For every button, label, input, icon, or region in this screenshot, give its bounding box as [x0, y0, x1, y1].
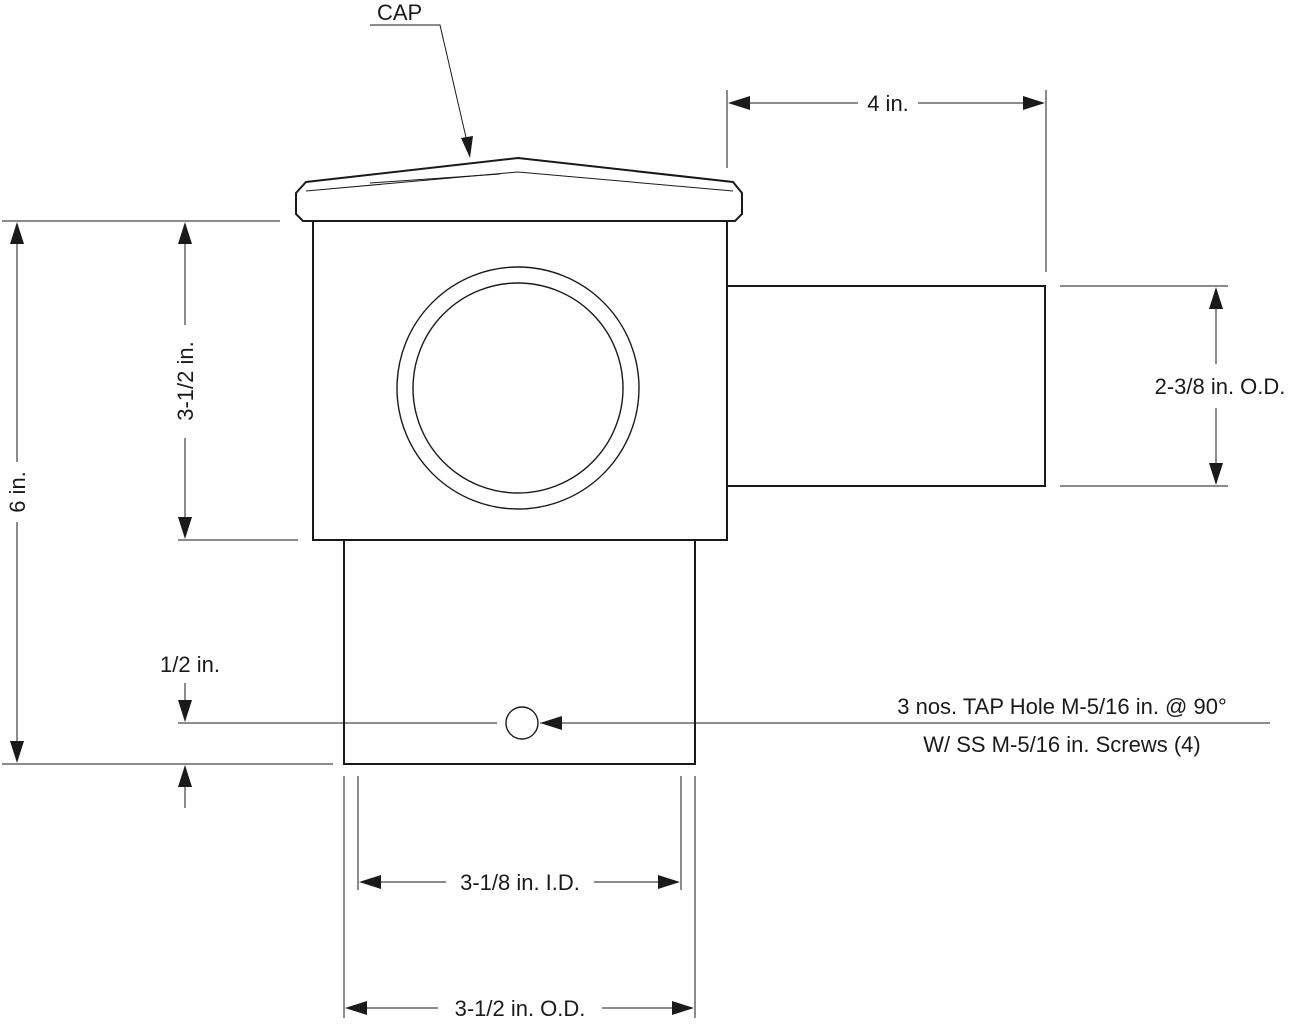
tap-hole-note-line2: W/ SS M-5/16 in. Screws (4): [923, 732, 1201, 757]
dim-outer-diameter-label: 3-1/2 in. O.D.: [455, 996, 586, 1021]
dim-6in: [2, 220, 333, 765]
dim-inner-diameter: [357, 776, 682, 890]
cap-label: CAP: [377, 0, 422, 25]
dim-outer-diameter: [343, 776, 696, 1018]
cap: [295, 156, 743, 222]
dim-3-5in-height-label: 3-1/2 in.: [173, 341, 198, 421]
dim-branch-od: [1060, 285, 1228, 487]
dim-hole-offset-label: 1/2 in.: [160, 652, 220, 677]
tap-hole-leader: [540, 716, 1270, 730]
dim-6in-label: 6 in.: [5, 471, 30, 513]
dim-3-5in-height: [178, 222, 298, 541]
dim-hole-offset: [178, 683, 497, 808]
tap-hole: [505, 706, 539, 740]
dim-branch-od-label: 2-3/8 in. O.D.: [1155, 374, 1286, 399]
tap-hole-note-line1: 3 nos. TAP Hole M-5/16 in. @ 90°: [897, 694, 1227, 719]
port-inner-ring: [412, 282, 624, 494]
side-branch: [726, 285, 1046, 487]
dim-4in-label: 4 in.: [867, 91, 909, 116]
port-outer-ring: [396, 266, 640, 510]
lower-pipe: [343, 539, 696, 765]
cap-leader: [370, 24, 473, 158]
dim-inner-diameter-label: 3-1/8 in. I.D.: [460, 870, 580, 895]
dim-4in: [726, 90, 1047, 272]
upper-body: [312, 220, 728, 541]
